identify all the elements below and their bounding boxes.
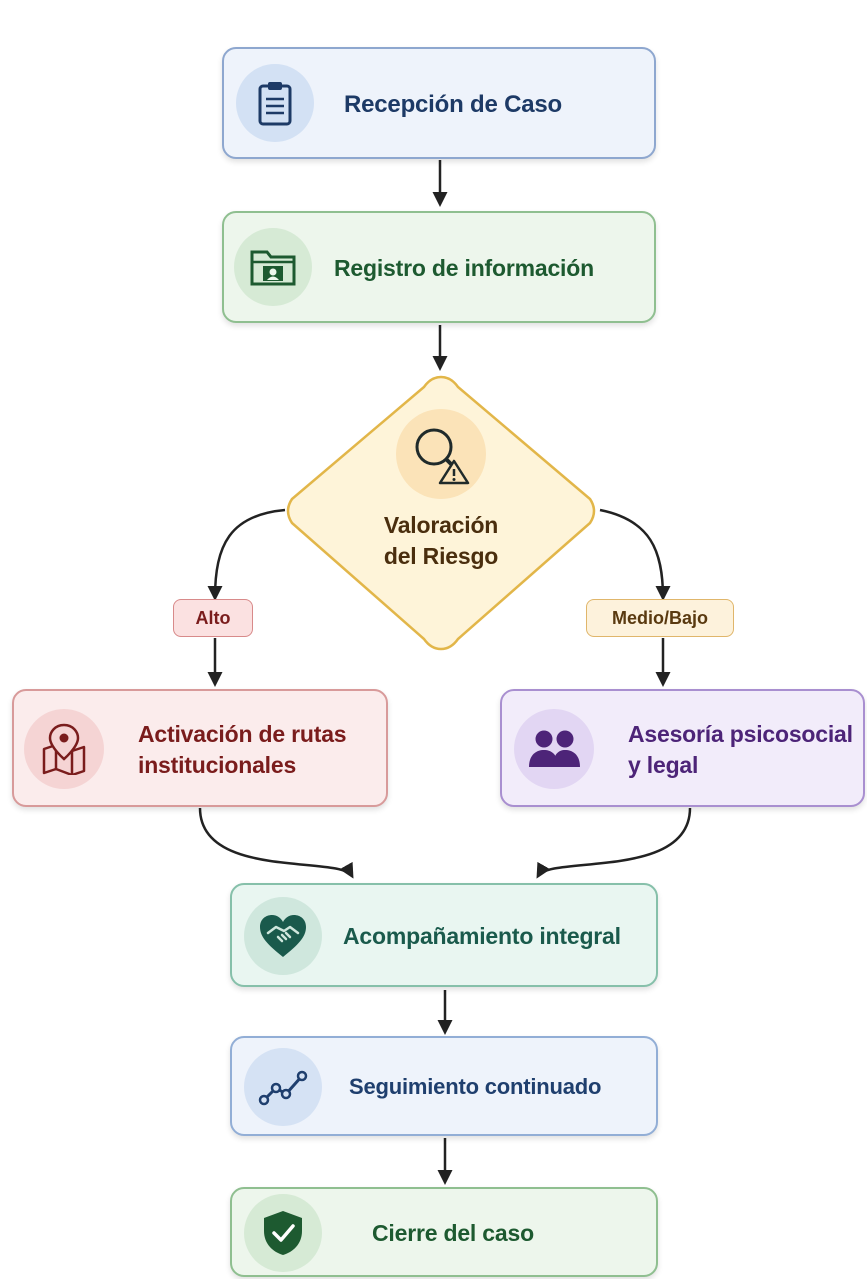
people-icon [529,730,580,767]
risk-icon-circle [396,409,486,499]
advice-label-line2: y legal [628,752,699,778]
followup-icon-circle [244,1048,322,1126]
branch-tag-high: Alto [173,599,253,637]
advice-icon-circle [514,709,594,789]
trend-line-icon [258,1070,308,1106]
activation-label-line1: Activación de rutas [138,721,347,747]
step-activation: Activación de rutas institucionales [12,689,388,807]
registry-icon-circle [234,228,312,306]
accompaniment-label: Acompañamiento integral [343,923,621,949]
shield-check-icon [264,1211,302,1255]
arrow-risk-advice [599,508,671,601]
reception-icon-circle [236,64,314,142]
map-pin-icon [42,723,86,775]
advice-label-line1: Asesoría psicosocial [628,721,853,747]
arrow-activation-accompaniment [198,807,354,879]
accompaniment-icon-circle [244,897,322,975]
folder-user-icon [250,250,296,286]
risk-diamond [286,375,596,651]
followup-label: Seguimiento continuado [349,1074,602,1099]
magnifier-warning-icon [415,428,470,485]
step-accompaniment: Acompañamiento integral [230,883,658,987]
risk-label-line1: Valoración [383,512,499,538]
activation-icon-circle [24,709,104,789]
heart-handshake-icon [260,915,306,957]
arrow-advice-accompaniment [536,807,692,879]
step-reception: Recepción de Caso [222,47,656,159]
step-followup: Seguimiento continuado [230,1036,658,1136]
activation-label-line2: institucionales [138,752,297,778]
step-risk: Valoración del Riesgo [280,373,602,653]
branch-tag-medium-low: Medio/Bajo [586,599,734,637]
clipboard-icon [258,82,292,126]
step-advice: Asesoría psicosocial y legal [500,689,865,807]
step-registry: Registro de información [222,211,656,323]
step-closure: Cierre del caso [230,1187,658,1277]
arrow-risk-activation [207,508,286,601]
risk-label-line2: del Riesgo [383,543,499,569]
registry-label: Registro de información [334,255,594,281]
reception-label: Recepción de Caso [344,91,563,118]
closure-label: Cierre del caso [372,1220,534,1246]
closure-icon-circle [244,1194,322,1272]
